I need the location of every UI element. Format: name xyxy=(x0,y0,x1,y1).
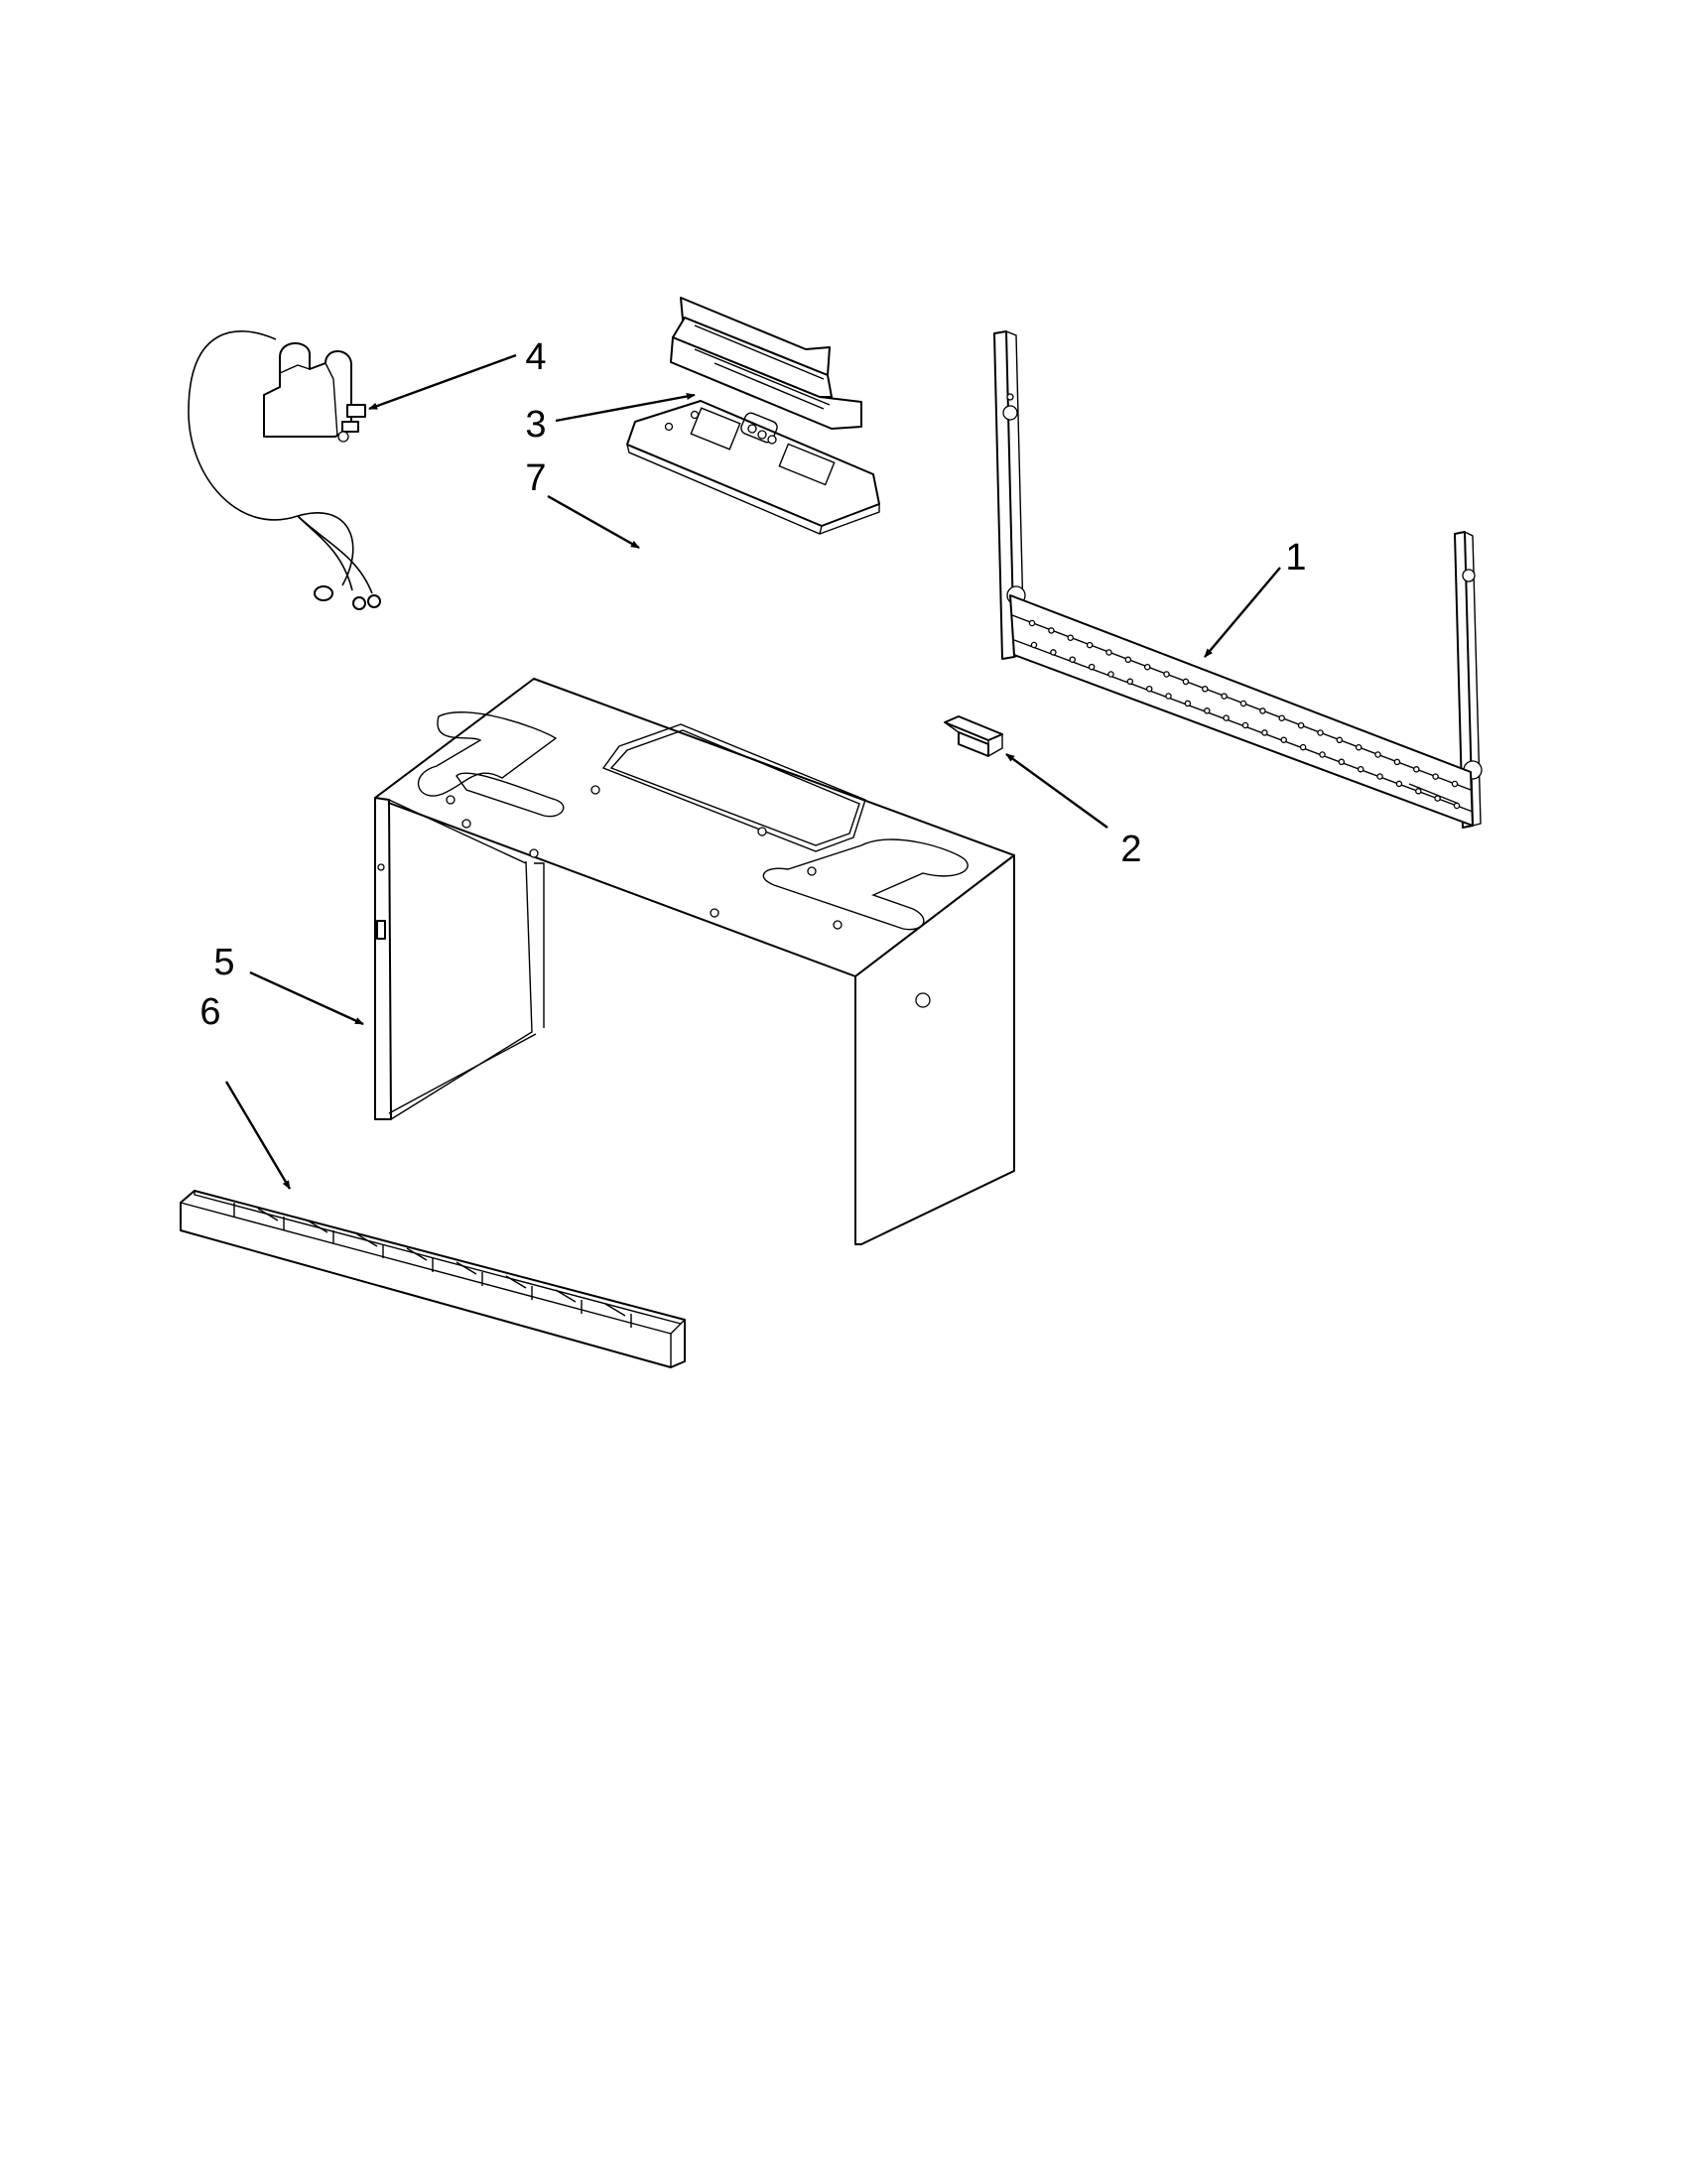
bracket-hole xyxy=(1299,743,1307,751)
bracket-hole xyxy=(1204,707,1211,714)
bracket-hole xyxy=(1355,743,1363,751)
bracket-hole xyxy=(1317,729,1324,736)
bracket-hole xyxy=(1261,729,1268,736)
bracket-hole xyxy=(1202,686,1209,693)
leader-lines xyxy=(224,353,1281,1190)
bracket-hole xyxy=(1259,707,1266,714)
bracket-hole xyxy=(1376,773,1383,780)
leader-4 xyxy=(368,353,517,411)
bracket-hole xyxy=(1453,802,1461,810)
bracket-hole xyxy=(1395,780,1403,788)
mounting-plate-part xyxy=(626,400,880,535)
power-cord-part xyxy=(188,330,381,610)
bracket-hole xyxy=(1050,649,1057,656)
bracket-hole xyxy=(1107,671,1114,678)
bracket-hole xyxy=(1241,721,1249,729)
bracket-hole xyxy=(1239,700,1247,707)
bracket-hole xyxy=(1280,736,1287,743)
leader-7 xyxy=(547,494,640,550)
bracket-hole xyxy=(1124,656,1132,664)
bracket-hole xyxy=(1143,663,1151,671)
callout-2: 2 xyxy=(1120,829,1141,870)
leader-6 xyxy=(224,1081,292,1190)
bracket-hole xyxy=(1432,773,1439,780)
leader-5 xyxy=(249,970,364,1026)
bracket-hole xyxy=(1278,714,1285,721)
bracket-hole xyxy=(1393,758,1401,766)
callout-3: 3 xyxy=(525,404,546,446)
bracket-hole xyxy=(1163,671,1170,678)
bracket-hole xyxy=(1105,649,1112,656)
bracket-holes xyxy=(1028,619,1461,810)
leader-3 xyxy=(555,392,696,423)
bracket-hole xyxy=(1413,766,1420,773)
bracket-hole xyxy=(1030,641,1038,649)
bracket-hole xyxy=(1048,627,1055,634)
bracket-hole xyxy=(1223,714,1230,721)
bracket-hole xyxy=(1067,634,1074,641)
bracket-hole xyxy=(1182,678,1190,686)
callout-5: 5 xyxy=(213,942,234,983)
damper-part xyxy=(670,297,862,430)
vent-grille-part xyxy=(180,1190,686,1368)
bracket-hole xyxy=(1145,685,1153,693)
bracket-hole xyxy=(1069,656,1076,663)
bracket-hole xyxy=(1086,641,1094,649)
callout-1: 1 xyxy=(1285,537,1306,578)
bracket-hole xyxy=(1319,751,1326,758)
bracket-hole xyxy=(1126,678,1134,686)
bracket-hole xyxy=(1165,693,1172,700)
bracket-hole xyxy=(1088,663,1096,671)
callout-4: 4 xyxy=(525,336,546,378)
cabinet-wrapper-part xyxy=(374,678,1015,1245)
clip-part xyxy=(944,715,1003,757)
bracket-hole xyxy=(1297,721,1305,729)
callout-7: 7 xyxy=(525,457,546,499)
bracket-hole xyxy=(1451,780,1459,788)
bracket-hole xyxy=(1374,751,1381,758)
leader-2 xyxy=(1005,753,1108,829)
bracket-hole xyxy=(1336,736,1344,744)
bracket-hole xyxy=(1184,700,1192,707)
bracket-hole xyxy=(1357,765,1364,773)
leader-1 xyxy=(1204,567,1281,658)
wall-bracket-part xyxy=(993,330,1483,829)
bracket-hole xyxy=(1415,788,1422,795)
callout-6: 6 xyxy=(199,991,220,1033)
bracket-hole xyxy=(1028,619,1036,627)
bracket-hole xyxy=(1221,693,1228,700)
bracket-hole xyxy=(1338,758,1346,766)
bracket-hole xyxy=(1434,795,1441,802)
